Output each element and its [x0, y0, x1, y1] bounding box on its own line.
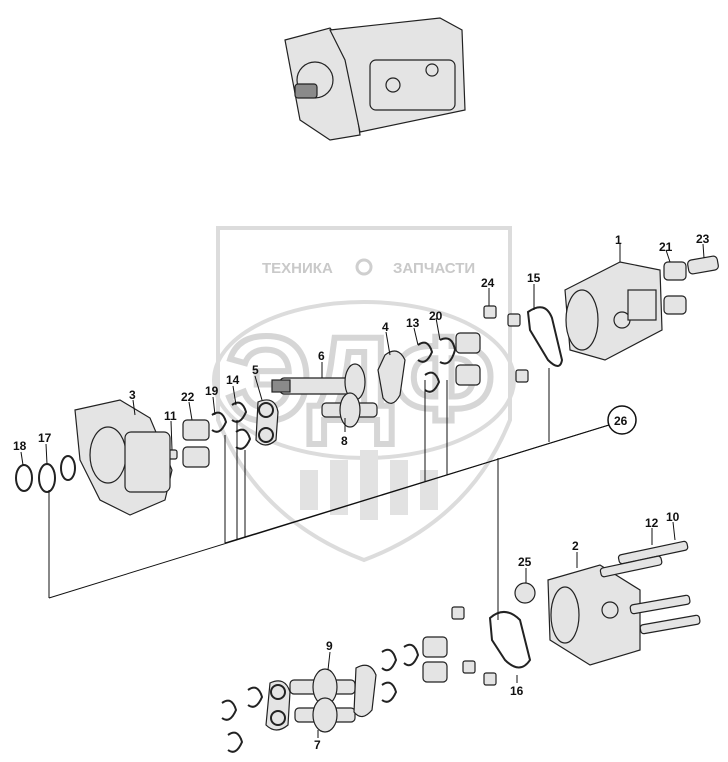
callout-18: 18 — [13, 439, 27, 453]
callout-26-circle — [607, 405, 637, 435]
callout-22: 22 — [181, 390, 195, 404]
o-ring-part-16 — [488, 611, 532, 669]
leader-lines — [20, 243, 705, 738]
callout-9: 9 — [326, 639, 333, 653]
callout-5: 5 — [252, 363, 259, 377]
callout-15: 15 — [527, 271, 541, 285]
lower-pins — [451, 606, 497, 686]
watermark-right-word: ЗАПЧАСТИ — [393, 260, 475, 277]
callout-6: 6 — [318, 349, 325, 363]
callout-23: 23 — [696, 232, 710, 246]
callout-7: 7 — [314, 738, 321, 752]
callout-16: 16 — [510, 684, 524, 698]
watermark: ТЕХНИКА ЗАПЧАСТИ ЭДФ — [212, 226, 516, 563]
gear-part-7 — [294, 697, 356, 733]
drive-gear-part-6 — [271, 363, 366, 401]
callout-26: 26 — [614, 414, 628, 428]
callout-13: 13 — [406, 316, 420, 330]
snap-rings-part-13 — [417, 337, 457, 393]
callout-20: 20 — [429, 309, 443, 323]
dowel-pins-part-24 — [483, 305, 529, 383]
callout-1: 1 — [615, 233, 622, 247]
spline-shaft-part-23 — [687, 255, 719, 275]
bushings-part-20 — [455, 332, 481, 386]
callout-10: 10 — [666, 510, 680, 524]
wheat-emblem — [300, 450, 438, 520]
snap-rings-part-14 — [231, 401, 252, 450]
callout-2: 2 — [572, 539, 579, 553]
lower-wear-plate — [353, 664, 377, 718]
assembled-pump — [284, 17, 466, 141]
callout-19: 19 — [205, 384, 219, 398]
rear-housing-part-1 — [564, 261, 663, 361]
snap-rings-part-19 — [211, 411, 228, 433]
gear-icon — [355, 258, 373, 276]
callout-8: 8 — [341, 434, 348, 448]
retaining-ring-part-18 — [15, 464, 33, 492]
bushings-part-22 — [182, 419, 210, 468]
callout-14: 14 — [226, 373, 240, 387]
callout-24: 24 — [481, 276, 495, 290]
front-housing-part-3 — [74, 399, 173, 516]
lower-plate-with-rings — [265, 680, 291, 731]
callout-11: 11 — [164, 409, 177, 423]
lower-bushings — [422, 636, 448, 683]
callout-labels: 1 2 3 4 5 6 7 8 9 10 11 12 13 14 15 16 1… — [13, 232, 710, 752]
o-ring-part-15 — [526, 306, 564, 367]
callout-17: 17 — [38, 431, 52, 445]
shaft-seal-part-17 — [38, 455, 76, 493]
callout-4: 4 — [382, 320, 389, 334]
bolts-part-12 — [599, 555, 701, 635]
lower-snap-rings — [381, 643, 420, 703]
plate-part-5 — [255, 399, 279, 446]
watermark-left-word: ТЕХНИКА — [262, 260, 333, 277]
callout-12: 12 — [645, 516, 659, 530]
callout-21: 21 — [659, 240, 673, 254]
gear-part-9 — [289, 668, 356, 706]
callout-25: 25 — [518, 555, 532, 569]
callout-3: 3 — [129, 388, 136, 402]
plug-part-25 — [514, 582, 536, 604]
wear-plate-part-4 — [377, 350, 406, 404]
lower-left-snap-rings — [221, 686, 264, 753]
rear-housing-part-2 — [547, 564, 641, 666]
bushings-part-21 — [663, 261, 687, 315]
